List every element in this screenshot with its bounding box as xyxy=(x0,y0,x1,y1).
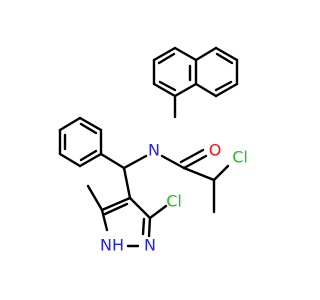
bond-c-o-1 xyxy=(182,154,208,170)
naphthalene-ring-b xyxy=(152,46,198,98)
bond-phenyl-ch xyxy=(99,152,126,170)
alpha-chlorine-label: Cl xyxy=(232,148,248,167)
bond-n-carbonyl xyxy=(160,154,186,170)
pyrazole-nh-label: NH xyxy=(100,236,124,255)
pyrazole-n2-label: N xyxy=(144,236,156,255)
naphthalene-ring-a xyxy=(194,46,239,98)
amide-nitrogen-label: N xyxy=(148,141,160,160)
bond-alpha-cl xyxy=(212,164,230,182)
phenyl-ring xyxy=(58,116,103,168)
pyrazole-ring xyxy=(100,196,152,248)
molecule-canvas: N O Cl Cl N NH xyxy=(58,46,248,255)
bond-c-o-2 xyxy=(179,148,205,164)
bond-pyrazole-cl xyxy=(148,204,168,220)
bond-carbonyl-alpha xyxy=(182,166,216,182)
structure-diagram: N O Cl Cl N NH xyxy=(58,46,248,255)
bond-pyrazole-methyl xyxy=(86,184,104,212)
bond-ch-pyrazole xyxy=(122,166,132,200)
bond-ch-n xyxy=(122,154,148,170)
pyrazole-chlorine-label: Cl xyxy=(166,192,182,211)
carbonyl-oxygen-label: O xyxy=(209,141,222,160)
